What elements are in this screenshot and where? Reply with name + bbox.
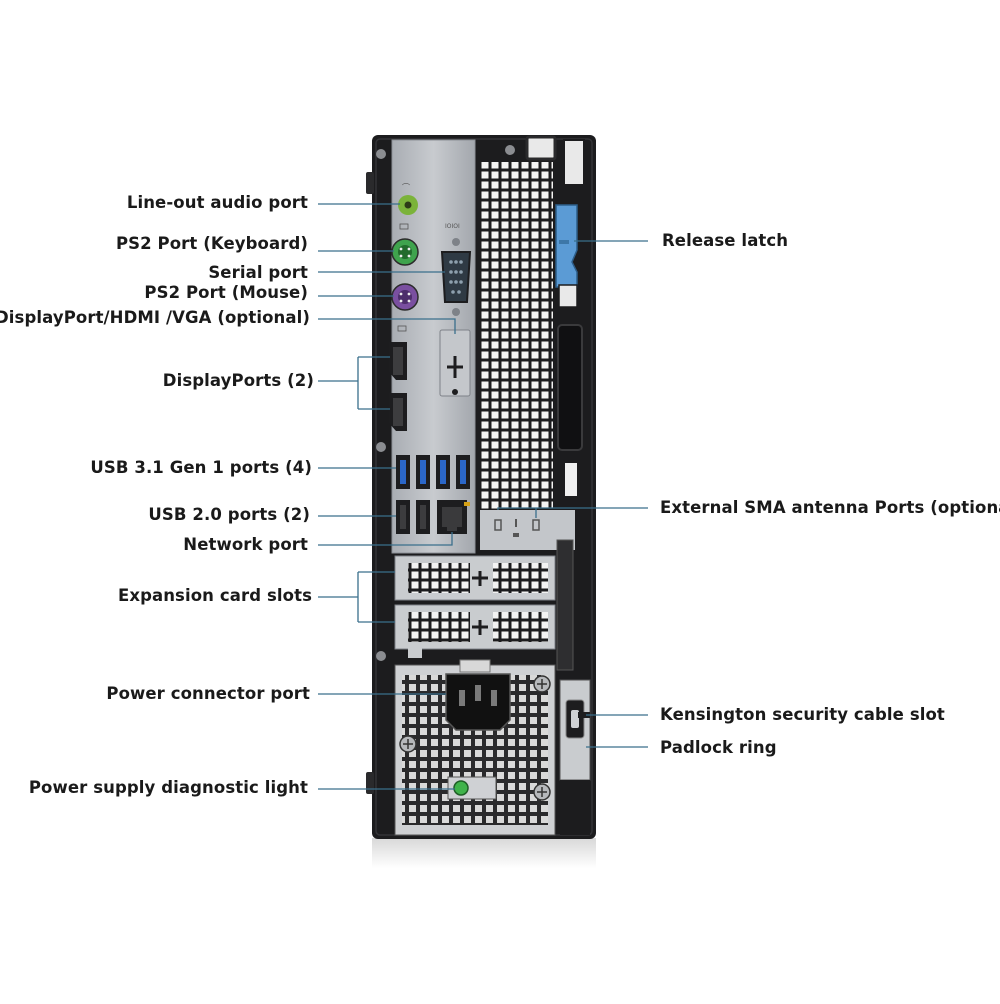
screw-icon — [376, 149, 386, 159]
expansion-slot-2 — [394, 604, 556, 650]
expansion-slot-1 — [394, 555, 556, 601]
leader-expansion — [318, 571, 395, 623]
label-usb20-ports: USB 2.0 ports (2) — [148, 505, 310, 524]
label-sma-antenna: External SMA antenna Ports (optional) — [660, 498, 1000, 517]
release-latch — [555, 204, 578, 288]
label-displayports: DisplayPorts (2) — [162, 371, 314, 390]
label-power-connector: Power connector port — [106, 684, 310, 703]
label-line-out-audio-port: Line-out audio port — [126, 193, 308, 212]
label-usb31-ports: USB 3.1 Gen 1 ports (4) — [90, 458, 312, 477]
power-connector-port — [445, 673, 511, 731]
label-ps2-keyboard: PS2 Port (Keyboard) — [115, 234, 308, 253]
usb31-ports — [396, 455, 470, 489]
leader-network — [318, 532, 453, 546]
label-serial-port: Serial port — [208, 263, 308, 282]
label-psu-diagnostic-light: Power supply diagnostic light — [28, 778, 308, 797]
main-vent-grille — [480, 162, 553, 510]
psu-diagnostic-led — [453, 780, 469, 796]
screw-icon — [376, 651, 386, 661]
serial-port — [440, 251, 472, 303]
floor-shadow — [372, 838, 596, 868]
screw-icon — [505, 145, 515, 155]
screw-icon — [376, 442, 386, 452]
label-video-optional: DisplayPort/HDMI /VGA (optional) — [0, 308, 310, 327]
usb20-ports — [396, 500, 430, 534]
label-release-latch: Release latch — [662, 231, 789, 250]
svg-text:IOIOI: IOIOI — [445, 223, 460, 230]
side-handle — [557, 324, 583, 451]
kensington-slot — [578, 712, 590, 718]
svg-text:⌒: ⌒ — [402, 183, 410, 192]
label-padlock-ring: Padlock ring — [660, 738, 777, 757]
leader-video-optional — [318, 318, 456, 334]
leader-sma — [497, 507, 648, 518]
leader-displayports — [318, 356, 390, 410]
label-kensington-slot: Kensington security cable slot — [660, 705, 945, 724]
label-ps2-mouse: PS2 Port (Mouse) — [144, 283, 308, 302]
label-expansion-slots: Expansion card slots — [117, 586, 312, 605]
label-network-port: Network port — [183, 535, 308, 554]
top-handle — [525, 135, 557, 161]
